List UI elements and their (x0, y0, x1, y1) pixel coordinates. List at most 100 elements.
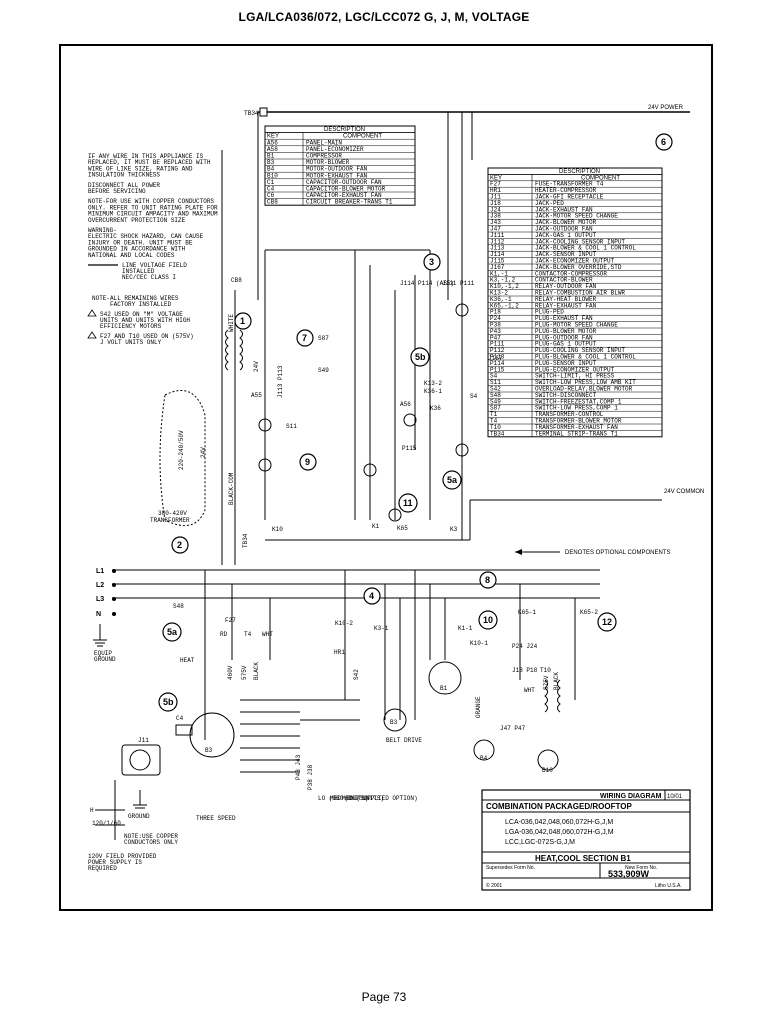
rot-label-white-0: WHITE (228, 314, 235, 332)
table2-component-0: FUSE-TRANSFORMER T4 (535, 181, 604, 188)
table2-key-2: J11 (490, 194, 501, 201)
table2-component-26: PLUG-COOLING SENSOR INPUT (535, 347, 625, 354)
table2-component-9: JACK-COOLING SENSOR INPUT (535, 238, 625, 245)
section-circle-5a-alt (442, 470, 462, 490)
table2-key-1: HR1 (490, 187, 501, 194)
label-heat-49: HEAT (180, 657, 195, 664)
table2-key-32: S42 (490, 386, 501, 393)
table1-component-4: MOTOR-OUTDOOR FAN (306, 166, 368, 173)
table2-component-12: JACK-ECONOMIZER OUTPUT (535, 258, 615, 265)
rot-label-s42-8: S42 (353, 669, 360, 680)
note-line-13: GROUNDED IN ACCORDANCE WITH (88, 246, 186, 253)
rot-label-v460-5: 460V (227, 665, 234, 680)
power-label: 24V POWER (648, 105, 684, 111)
table1-key-8: C6 (267, 192, 275, 199)
section-circle-11 (398, 493, 418, 513)
section-circle-6 (655, 133, 673, 151)
table2-component-21: PLUG-EXHAUST FAN (535, 315, 593, 322)
table2-header-key: KEY (490, 175, 502, 181)
note-line-8: MINIMUM CIRCUIT AMPACITY AND MAXIMUM (88, 211, 218, 218)
table2-key-20: P18 (490, 309, 501, 316)
section-circle-12 (597, 612, 617, 632)
label-k10-2-39: K10-2 (335, 620, 353, 627)
table2-component-17: RELAY-COMBUSTION AIR BLWR (535, 290, 625, 297)
transformer-tap-0: 220-240/50V (178, 430, 185, 470)
table2-key-28: P114 (490, 360, 505, 367)
table1-component-3: MOTOR-BLOWER (306, 159, 350, 166)
table2-component-22: PLUG-MOTOR SPEED CHANGE (535, 322, 618, 329)
table1-key-9: CB8 (267, 199, 278, 206)
table2-key-25: P111 (490, 341, 505, 348)
transformer-voltage: 380-420V (158, 510, 187, 517)
label-b3-21: B3 (205, 747, 213, 754)
table2-key-18: K36,-1 (490, 296, 512, 303)
ground-label-2: GROUND (94, 656, 116, 663)
legend-line-1: INSTALLED (122, 268, 155, 275)
section-circle-8 (479, 571, 497, 589)
warning-notes: IF ANY WIRE IN THIS APPLIANCE ISREPLACED… (87, 153, 218, 524)
table1-key-6: C1 (267, 179, 275, 186)
label-k3-5: K3 (450, 526, 458, 533)
label-h-30: H (90, 807, 94, 814)
table2-component-3: JACK-PED (535, 200, 564, 207)
tb34-terminal (259, 107, 268, 117)
section-label-5b: 5b (163, 697, 174, 707)
table1-key-0: A56 (267, 139, 278, 146)
note-line-7: ONLY. REFER TO UNIT RATING PLATE FOR (88, 204, 218, 211)
table2-key-3: J18 (490, 200, 501, 207)
table2-component-34: SWITCH-FREEZESTAT,COMP 1 (535, 398, 622, 405)
label-wht-18: WHT (262, 631, 273, 638)
table2-title: DESCRIPTION (559, 169, 600, 175)
table1-component-2: COMPRESSOR (306, 153, 342, 160)
copper-note-1: NOTE:USE COPPER (124, 833, 178, 840)
label-k36-1-36: K36-1 (424, 388, 442, 395)
table2-key-19: K65,-1,2 (490, 302, 519, 309)
rot-label-p43-j43-9: P43 J43 (295, 754, 302, 780)
table2-component-13: JACK-BLOWER OVERRIDE,STD (535, 264, 622, 271)
b10-exhaust-fan (537, 749, 559, 771)
table2-component-35: SWITCH-LOW PRESS,COMP 1 (535, 405, 618, 412)
table2-component-30: SWITCH-LIMIT, HI PRESS (535, 373, 615, 380)
label-rd-17: RD (220, 631, 228, 638)
title-block-wiring: WIRING DIAGRAM (600, 793, 662, 800)
label-j47-p47-32: J47 P47 (500, 725, 526, 732)
note-line-14: NATIONAL AND LOCAL CODES (88, 252, 175, 259)
table1-component-6: CAPACITOR-OUTDOOR FAN (306, 179, 382, 186)
table2-key-16: K10,-1,2 (490, 283, 519, 290)
label-wht-44: WHT (524, 687, 535, 694)
table2-component-31: SWITCH-LOW PRESS,LOW AMB KIT (535, 379, 636, 386)
table2-key-23: P43 (490, 328, 501, 335)
label-v120-31: 120/1/60 (92, 820, 121, 827)
label-k36-9: K36 (430, 405, 441, 412)
table2-key-7: J47 (490, 226, 501, 233)
label-p115-10: P115 (402, 445, 417, 452)
tb34-top-label: TB34 (244, 111, 259, 117)
table2-component-5: JACK-MOTOR SPEED CHANGE (535, 213, 618, 220)
label-cb8-0: CB8 (231, 277, 242, 284)
section-label-5a: 5a (167, 627, 178, 637)
table2-component-2: JACK-GFI RECEPTACLE (535, 194, 604, 201)
section-circle-3 (423, 253, 441, 271)
label-p24-j24-33: P24 J24 (512, 643, 538, 650)
optional-note: DENOTES OPTIONAL COMPONENTS (565, 550, 670, 556)
line-terminal-L1 (112, 569, 116, 573)
table1-title: DESCRIPTION (324, 127, 365, 133)
table2-key-37: T4 (490, 418, 498, 425)
components (93, 303, 561, 809)
label-j18-p18-34: J18 P18 (512, 667, 538, 674)
table2-component-4: JACK-EXHAUST FAN (535, 206, 593, 213)
warn-note-2: EFFICIENCY MOTORS (100, 323, 162, 330)
label-k13-2-35: K13-2 (424, 380, 442, 387)
rot-label-tb34-4: TB34 (242, 533, 249, 548)
table2-component-36: TRANSFORMER-CONTROL (535, 411, 604, 418)
b4-outdoor-fan (473, 739, 495, 761)
factory-note: NOTE-ALL REMAINING WIRES (92, 295, 179, 302)
label-belt-drive-26: BELT DRIVE (386, 737, 422, 744)
note-line-0: IF ANY WIRE IN THIS APPLIANCE IS (88, 153, 204, 160)
table2-key-21: P24 (490, 315, 501, 322)
common-label: 24V COMMON (664, 489, 704, 495)
title-block (481, 789, 691, 891)
section-label-12: 12 (602, 617, 612, 627)
